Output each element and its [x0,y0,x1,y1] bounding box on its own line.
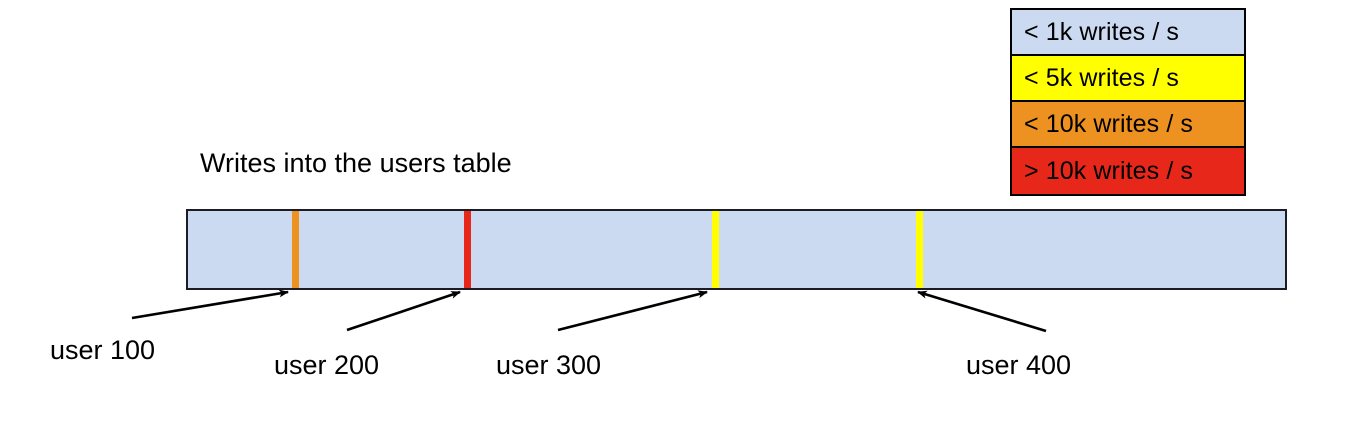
legend-row-under-5k: < 5k writes / s [1012,56,1244,102]
stripe-user-200 [464,211,471,288]
stripe-user-300 [712,211,719,288]
legend-label-under-1k: < 1k writes / s [1024,17,1180,46]
legend-row-under-10k: < 10k writes / s [1012,102,1244,148]
user-200-label: user 200 [274,350,380,380]
legend-label-under-10k: < 10k writes / s [1024,109,1194,138]
legend-label-over-10k: > 10k writes / s [1024,156,1194,185]
diagram-caption: Writes into the users table [200,148,512,178]
stripe-user-100 [292,211,299,288]
write-rate-legend: < 1k writes / s < 5k writes / s < 10k wr… [1010,8,1246,196]
user-100-label: user 100 [50,335,156,365]
legend-row-under-1k: < 1k writes / s [1012,10,1244,56]
user-300-label: user 300 [496,350,602,380]
users-table-bar [186,209,1287,290]
legend-row-over-10k: > 10k writes / s [1012,148,1244,194]
arrow-user-300 [557,290,708,332]
stripe-user-400 [916,211,923,288]
arrow-user-200 [346,290,461,332]
arrow-user-400 [917,290,1047,333]
arrow-user-100 [131,289,289,320]
legend-label-under-5k: < 5k writes / s [1024,63,1180,92]
user-400-label: user 400 [966,350,1072,380]
